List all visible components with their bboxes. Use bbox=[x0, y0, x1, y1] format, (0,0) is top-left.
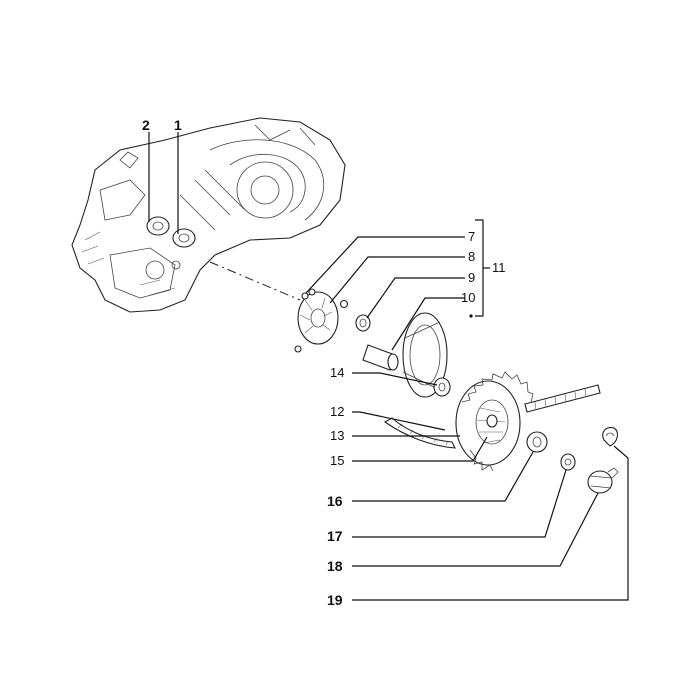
callout-10: 10 bbox=[461, 290, 475, 305]
assembly-axis-line bbox=[209, 261, 301, 301]
nut bbox=[526, 431, 548, 453]
callout-labels: 2 1 7 8 9 10 11 14 12 13 15 16 17 18 19 bbox=[142, 117, 506, 608]
callout-15: 15 bbox=[330, 453, 344, 468]
callout-18: 18 bbox=[327, 558, 343, 574]
callout-13: 13 bbox=[330, 428, 344, 443]
callout-7: 7 bbox=[468, 229, 475, 244]
callout-17: 17 bbox=[327, 528, 343, 544]
callout-12: 12 bbox=[330, 404, 344, 419]
washer bbox=[433, 377, 451, 397]
bushing bbox=[355, 314, 371, 332]
callout-2: 2 bbox=[142, 117, 150, 133]
callout-19: 19 bbox=[327, 592, 343, 608]
callout-8: 8 bbox=[468, 249, 475, 264]
variator-roller-plate bbox=[294, 288, 349, 353]
bearing-seat-2 bbox=[146, 216, 170, 236]
bearing-seat-1 bbox=[172, 228, 196, 248]
chain-strip bbox=[524, 384, 601, 413]
fan-pulley bbox=[455, 371, 534, 472]
spacer-sleeve bbox=[362, 344, 399, 371]
callout-14: 14 bbox=[330, 365, 344, 380]
leader-lines bbox=[148, 132, 629, 601]
kickstart-gear bbox=[587, 467, 619, 494]
callout-11: 11 bbox=[492, 260, 506, 275]
callout-16: 16 bbox=[327, 493, 343, 509]
small-washer bbox=[560, 453, 576, 471]
callout-1: 1 bbox=[174, 117, 182, 133]
variator-pulley-half bbox=[402, 312, 448, 398]
drive-belt bbox=[383, 417, 456, 449]
spring bbox=[602, 427, 619, 447]
crankcase-housing bbox=[71, 117, 346, 313]
callout-9: 9 bbox=[468, 270, 475, 285]
